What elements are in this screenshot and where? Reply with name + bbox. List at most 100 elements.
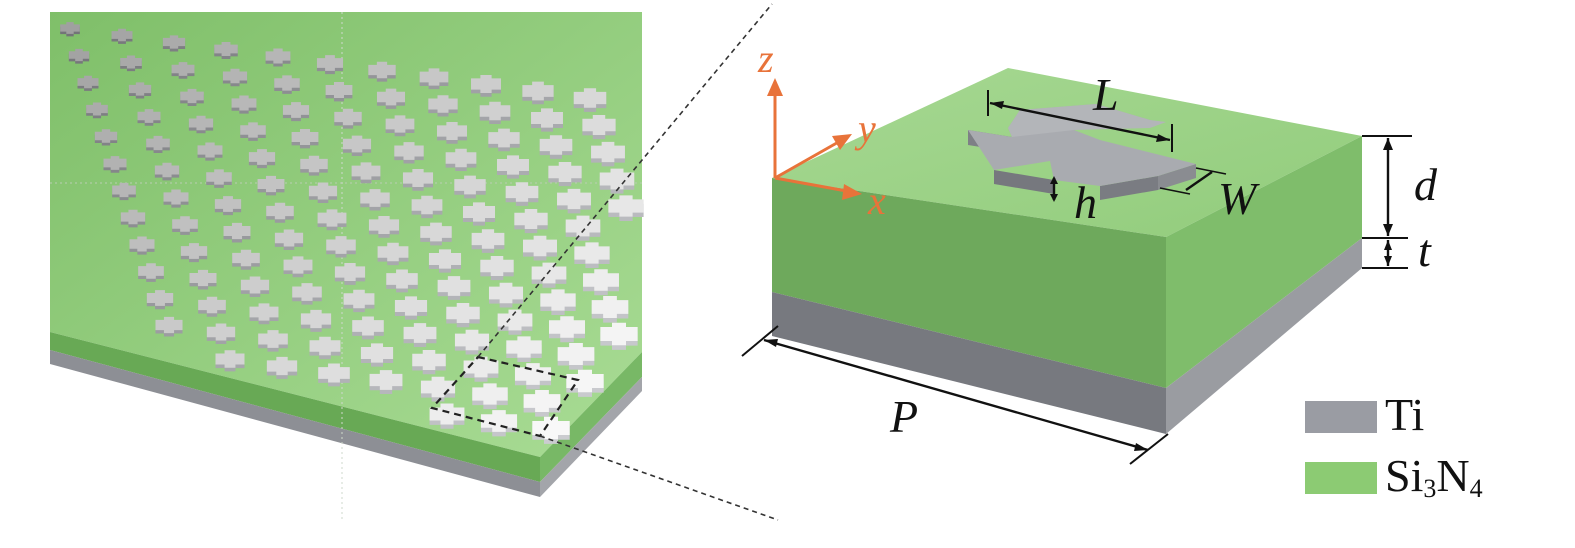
- cross-element: [77, 75, 99, 91]
- cross-element: [317, 209, 347, 231]
- dim-P-tick-right: [1129, 433, 1169, 465]
- dim-label-W: W: [1218, 173, 1260, 224]
- legend-item-si3n4: Si3N4: [1305, 450, 1565, 502]
- cross-element: [223, 222, 251, 243]
- cross-element: [522, 81, 554, 105]
- cross-element: [266, 356, 298, 379]
- cross-element: [557, 188, 591, 214]
- array-top-surface: [50, 12, 642, 457]
- cross-element: [573, 88, 607, 112]
- cross-element: [180, 243, 208, 263]
- dim-L-line: [989, 101, 1171, 142]
- cross-element: [591, 141, 625, 167]
- cross-element: [283, 256, 313, 278]
- cross-element: [138, 263, 164, 282]
- cross-element: [86, 102, 108, 119]
- cross-element: [240, 122, 266, 141]
- cross-element: [376, 88, 406, 109]
- cross-element: [472, 383, 508, 410]
- cross-element: [248, 149, 276, 169]
- cross-element: [282, 102, 310, 122]
- cross-element: [385, 115, 415, 137]
- cross-element: [146, 290, 174, 310]
- cross-element: [488, 128, 520, 152]
- cross-element: [394, 142, 424, 164]
- cross-element: [403, 323, 437, 347]
- cross-resonator-grid: [60, 22, 644, 444]
- cross-element: [189, 269, 217, 290]
- cross-element: [172, 216, 198, 235]
- cross-element: [231, 95, 257, 114]
- dim-W-line: [1185, 171, 1213, 191]
- axis-label-y: y: [854, 106, 876, 151]
- cross-element: [171, 62, 195, 79]
- cross-element: [206, 169, 232, 188]
- cross-element: [120, 209, 146, 228]
- cross-element: [274, 229, 304, 250]
- cross-element: [180, 88, 204, 107]
- cross-element: [599, 168, 635, 194]
- cross-element: [506, 336, 542, 363]
- cross-element: [128, 82, 152, 99]
- dim-P-line: [763, 338, 1149, 452]
- array-front-ti: [50, 350, 540, 497]
- cross-element: [258, 330, 288, 352]
- zoom-line-top: [477, 3, 773, 358]
- coordinate-axes: [767, 78, 862, 200]
- unit-cell: z y x L h W d t P: [741, 36, 1438, 465]
- cross-element: [257, 175, 285, 196]
- cross-element: [539, 135, 573, 159]
- cross-element: [308, 182, 338, 203]
- array-right-face: [540, 352, 642, 482]
- cross-element: [154, 162, 180, 181]
- cross-element: [334, 108, 362, 129]
- cross-element: [352, 316, 384, 340]
- cross-element: [557, 342, 595, 370]
- dim-label-t: t: [1418, 225, 1432, 276]
- cross-element: [548, 162, 582, 187]
- cross-element: [608, 195, 644, 221]
- cross-element: [445, 148, 477, 172]
- legend-swatch-si3n4: [1305, 462, 1377, 494]
- zoom-line-bottom: [539, 435, 779, 521]
- cross-element: [419, 68, 449, 90]
- cross-element: [188, 115, 214, 134]
- cross-element: [111, 28, 133, 44]
- cross-element: [274, 75, 300, 94]
- cross-element: [206, 323, 236, 345]
- cross-element: [300, 155, 328, 176]
- array-right-ti: [540, 377, 642, 497]
- cross-element: [232, 249, 260, 270]
- cross-element: [214, 41, 238, 59]
- cross-element: [479, 101, 511, 125]
- legend-swatch-ti: [1305, 401, 1377, 433]
- cross-element: [112, 182, 136, 201]
- cross-element: [94, 129, 118, 146]
- cross-element: [454, 329, 490, 355]
- cross-element: [163, 189, 189, 208]
- cross-element: [428, 249, 462, 273]
- array-front-face: [50, 332, 540, 482]
- cross-element: [360, 343, 394, 367]
- cross-element: [60, 22, 80, 37]
- cross-element: [68, 48, 90, 64]
- cross-element: [514, 363, 552, 390]
- cross-element: [402, 168, 434, 191]
- cross-element: [334, 262, 366, 285]
- cross-element: [222, 68, 248, 87]
- cross-element: [582, 115, 616, 140]
- cross-element: [480, 255, 514, 281]
- cross-element: [368, 61, 396, 82]
- cross-element: [480, 410, 518, 437]
- cross-element: [360, 189, 390, 211]
- cross-element: [540, 289, 576, 316]
- unit-right-face: [1166, 136, 1362, 388]
- axis-label-x: x: [867, 178, 886, 223]
- cross-element: [249, 303, 279, 325]
- cross-element: [129, 236, 155, 255]
- cross-element: [368, 215, 400, 238]
- cross-element: [103, 156, 127, 173]
- cross-element: [309, 336, 341, 360]
- cross-element: [411, 195, 443, 219]
